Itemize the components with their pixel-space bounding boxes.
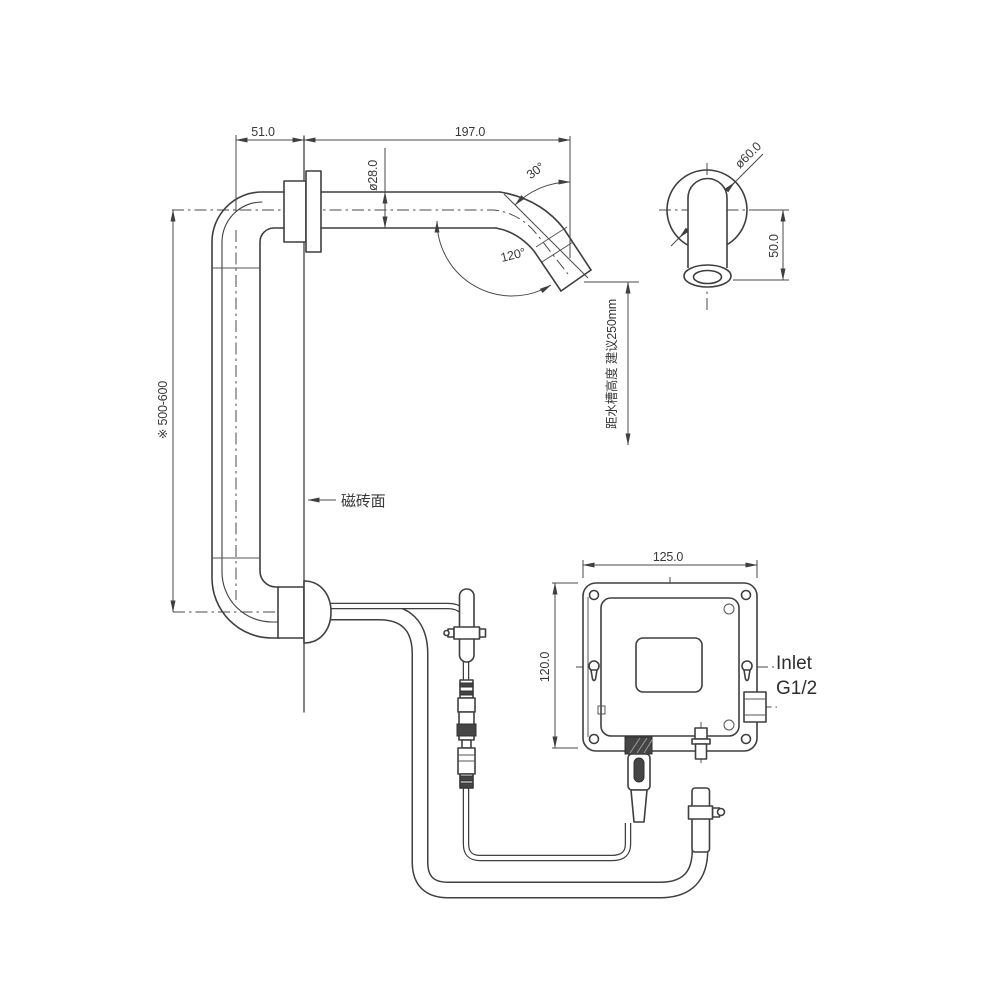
wall-surface-label: 磁砖面	[341, 493, 386, 510]
corner-screw	[588, 589, 600, 601]
inlet-label-line2: G1/2	[776, 678, 817, 699]
control-box-outer	[582, 582, 758, 752]
sensor-window	[635, 637, 703, 693]
hose-end-fitting	[687, 787, 726, 853]
corner-screw	[740, 589, 752, 601]
keyhole-slot-right	[741, 660, 753, 682]
wall-locknut	[283, 180, 307, 243]
nozzle-inner	[692, 269, 723, 285]
dim-label-dia28: ø28.0	[366, 160, 380, 191]
dimension-labels: 51.0 197.0 ø28.0 30° 120° ※ 500-600 磁砖面 …	[156, 125, 817, 699]
outlet-fitting	[691, 722, 711, 763]
faucet-side-view	[211, 170, 592, 639]
inlet-fitting	[743, 691, 767, 723]
wall-flange	[305, 170, 322, 253]
wall-outlet-dome	[303, 580, 332, 644]
corner-screw	[588, 733, 600, 745]
spout-tube	[687, 177, 728, 268]
angle-label-30: 30°	[524, 160, 547, 182]
outlet-collar	[277, 586, 305, 639]
cable-holder-rod	[443, 588, 487, 663]
control-box	[582, 582, 767, 823]
inlet-label-line1: Inlet	[776, 653, 813, 674]
dim-label-125: 125.0	[653, 550, 684, 564]
cable-clamp	[453, 626, 481, 640]
supply-hose	[331, 603, 709, 899]
dim-label-dia60: ø60.0	[732, 139, 764, 171]
dim-label-197: 197.0	[455, 125, 486, 139]
cable-connectors	[456, 679, 477, 789]
dim-label-51: 51.0	[251, 125, 275, 139]
dim-label-50: 50.0	[767, 234, 781, 258]
solenoid-connector	[624, 736, 653, 823]
corner-screw	[740, 733, 752, 745]
angle-label-120: 120°	[499, 245, 527, 265]
keyhole-slot-left	[588, 660, 600, 682]
faucet-front-view	[666, 169, 748, 288]
hose-clamp	[687, 805, 714, 820]
dim-label-120: 120.0	[538, 652, 552, 683]
sensor-height-note: 距水槽高度 建议250mm	[604, 299, 619, 429]
dim-label-install-height: ※ 500-600	[156, 381, 170, 439]
control-box-inner	[600, 597, 740, 737]
